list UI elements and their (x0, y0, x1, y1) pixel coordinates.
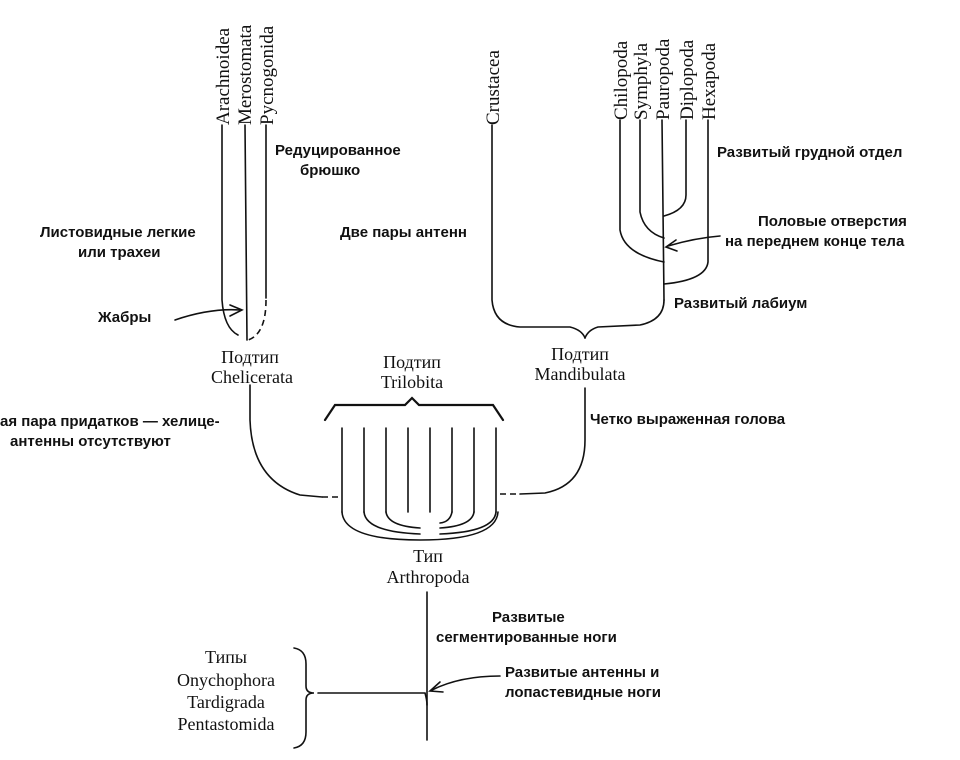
trait-antennae-lobopods-2: лопастевидные ноги (505, 684, 661, 701)
trilobita-comb (341, 427, 499, 541)
trait-distinct-head: Четко выраженная голова (590, 411, 786, 428)
genital-arrowhead (664, 239, 678, 252)
chelicerata-stem (249, 384, 323, 498)
branch-pycnogonida-dashed (247, 299, 267, 341)
trait-book-lungs-2: или трахеи (78, 244, 161, 261)
branch-symphyla (639, 119, 665, 239)
trait-genital-openings-2: на переднем конце тела (725, 233, 905, 250)
other-phyla-rank: Типы (205, 647, 247, 667)
taxon-crustacea: Crustacea (483, 50, 504, 125)
gills-arrow (174, 308, 241, 321)
taxon-arachnoidea: Arachnoidea (213, 27, 234, 125)
trilobita-rank: Подтип (383, 352, 441, 372)
trait-book-lungs-1: Листовидные легкие (40, 224, 196, 241)
taxon-chilopoda: Chilopoda (611, 40, 632, 120)
taxon-hexapoda: Hexapoda (699, 42, 720, 120)
trait-chelicerae-1: ая пара придатков — хелице- (0, 413, 220, 430)
taxon-diplopoda: Diplopoda (677, 39, 698, 120)
genital-arrow (667, 235, 721, 247)
trait-genital-openings-1: Половые отверстия (758, 213, 907, 230)
other-phyla-pentastomida: Pentastomida (178, 714, 275, 734)
arthropoda-name: Arthropoda (387, 567, 470, 587)
tree-lines (221, 119, 709, 749)
other-phyla-brace (293, 647, 315, 749)
trait-antennae-lobopods-1: Развитые антенны и (505, 664, 659, 681)
gills-arrowhead (229, 304, 244, 317)
branch-pauropoda (661, 119, 665, 301)
chelicerata-rank: Подтип (221, 347, 279, 367)
trait-thorax: Развитый грудной отдел (717, 144, 902, 161)
antennae-arrowhead (428, 681, 444, 693)
chelicerata-name: Chelicerata (211, 367, 293, 387)
mandibulata-join (584, 299, 665, 339)
other-phyla-tardigrada: Tardigrada (187, 692, 265, 712)
taxon-pycnogonida: Pycnogonida (257, 25, 278, 125)
other-phyla-onychophora: Onychophora (177, 670, 275, 690)
trait-segmented-legs-2: сегментированные ноги (436, 629, 617, 646)
other-phyla-branch (317, 692, 428, 706)
branch-chilopoda (619, 119, 665, 263)
trait-reduced-abdomen-2: брюшко (300, 162, 360, 179)
trait-labels: Редуцированное брюшко Листовидные легкие… (0, 142, 907, 701)
trilobita-bracket (323, 396, 505, 422)
mandibulata-rank: Подтип (551, 344, 609, 364)
taxon-symphyla: Symphyla (631, 42, 652, 120)
branch-hexapoda (663, 119, 709, 285)
antennae-arrow (431, 675, 501, 691)
trait-chelicerae-2: антенны отсутствуют (10, 433, 171, 450)
branch-arachnoidea (221, 124, 239, 336)
trilobita-name: Trilobita (381, 372, 443, 392)
trait-segmented-legs-1: Развитые (492, 609, 565, 626)
taxa-labels: Arachnoidea Merostomata Pycnogonida Crus… (213, 24, 720, 125)
group-labels: Подтип Chelicerata Подтип Trilobita Подт… (177, 344, 625, 734)
mandibulata-stem (519, 387, 586, 495)
arrows (174, 235, 721, 693)
taxon-merostomata: Merostomata (235, 24, 256, 125)
mandibulata-name: Mandibulata (535, 364, 626, 384)
taxon-pauropoda: Pauropoda (653, 38, 674, 120)
branch-merostomata (244, 124, 248, 341)
trait-gills: Жабры (97, 309, 151, 326)
trait-reduced-abdomen-1: Редуцированное (275, 142, 401, 159)
branch-crustacea (491, 124, 586, 339)
branch-diplopoda (663, 119, 687, 217)
arthropoda-rank: Тип (413, 546, 443, 566)
trait-labium: Развитый лабиум (674, 295, 807, 312)
trait-two-pairs-antennae: Две пары антенн (340, 224, 467, 241)
